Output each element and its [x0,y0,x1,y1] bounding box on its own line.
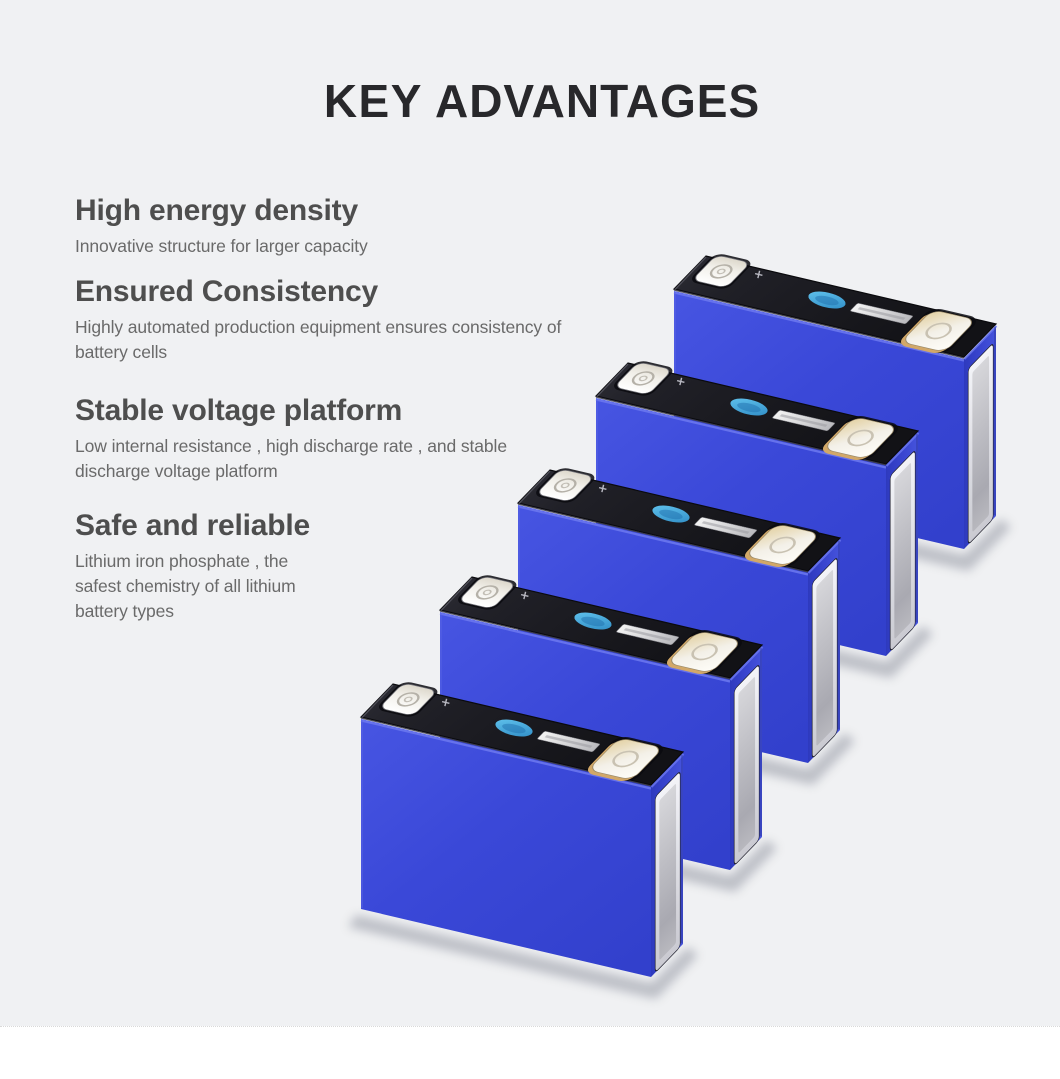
feature-heading: Safe and reliable [75,509,311,542]
feature-body: Lithium iron phosphate , the safest chem… [75,551,296,621]
feature-body: Innovative structure for larger capacity [75,236,368,256]
feature-stable-voltage-platform: Stable voltage platform Low internal res… [75,393,620,484]
feature-heading: Ensured Consistency [75,275,378,308]
feature-body: Low internal resistance , high discharge… [75,436,507,481]
feature-high-energy-density: High energy density Innovative structure… [75,193,620,259]
feature-safe-and-reliable: Safe and reliable Lithium iron phosphate… [75,508,620,624]
feature-ensured-consistency: Ensured Consistency Highly automated pro… [75,274,620,365]
page-title-lead: KEY [323,75,423,127]
feature-body: Highly automated production equipment en… [75,317,562,362]
page-title: KEY ADVANTAGES [12,74,1060,128]
footer-divider [0,1026,1060,1079]
page-title-rest: ADVANTAGES [422,75,761,127]
feature-heading: High energy density [75,194,358,227]
feature-heading: Stable voltage platform [75,394,403,427]
